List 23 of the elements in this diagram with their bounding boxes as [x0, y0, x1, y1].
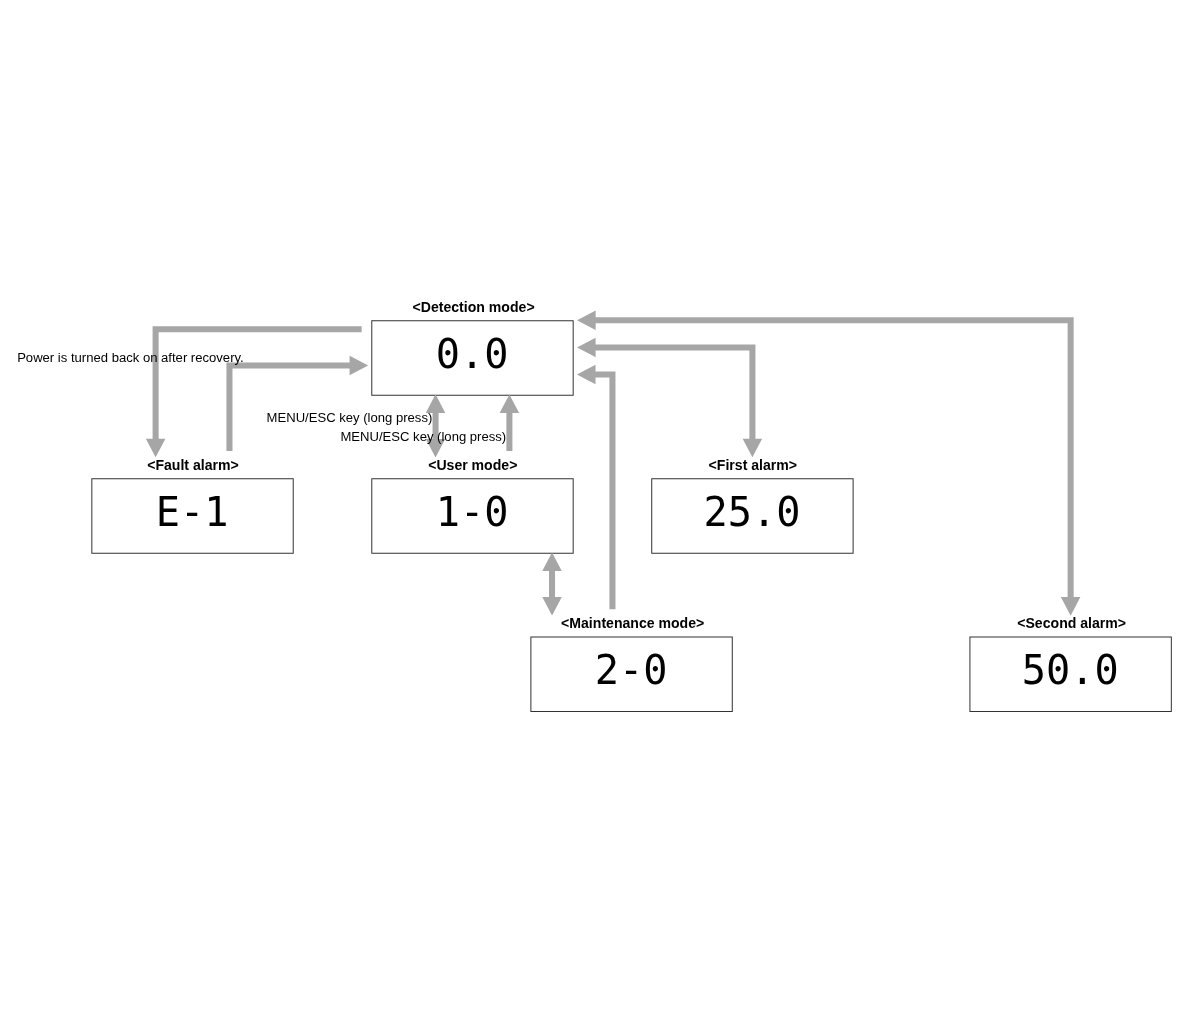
- edge-label: Power is turned back on after recovery.: [17, 349, 244, 365]
- node-label: <Detection mode>: [412, 298, 535, 315]
- node-box: 1-0: [371, 478, 574, 554]
- arrow: [499, 394, 520, 452]
- node-label: <Maintenance mode>: [561, 615, 705, 632]
- node-box: E-1: [91, 478, 294, 554]
- arrow: [577, 337, 763, 458]
- arrow: [542, 552, 562, 616]
- arrow: [145, 326, 362, 458]
- node-label: <User mode>: [428, 456, 518, 473]
- edge-label: MENU/ESC key (long press): [340, 428, 507, 444]
- node-box: 25.0: [651, 478, 854, 554]
- node-box: 0.0: [371, 320, 574, 396]
- arrow: [577, 310, 1081, 616]
- arrow: [576, 364, 616, 610]
- node-label: <Second alarm>: [1017, 615, 1127, 632]
- arrow: [226, 355, 369, 452]
- node-label: <First alarm>: [708, 456, 798, 473]
- node-label: <Fault alarm>: [147, 456, 239, 473]
- arrow: [425, 394, 446, 458]
- node-box: 2-0: [530, 636, 733, 712]
- node-box: 50.0: [969, 636, 1172, 712]
- edge-label: MENU/ESC key (long press): [266, 410, 433, 426]
